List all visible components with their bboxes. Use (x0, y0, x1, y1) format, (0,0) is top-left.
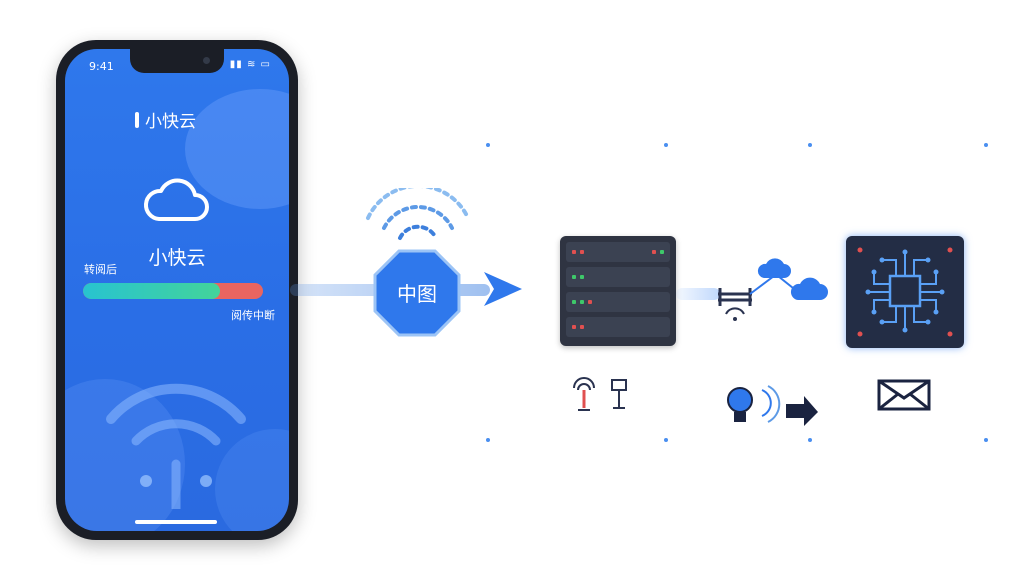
corner-dot (664, 438, 668, 442)
camera-dot (203, 57, 210, 64)
app-header: 小快云 (135, 107, 196, 132)
server-rack-icon (560, 236, 676, 346)
phone-screen: 9:41 ▮▮ ≋ ▭ 小快云 小快云 转阅后 阅传中断 (65, 49, 289, 531)
cloud-network-icon (718, 258, 828, 321)
hub-label: 中图 (397, 282, 437, 306)
rack-unit (566, 242, 670, 262)
status-icons: ▮▮ ≋ ▭ (229, 59, 271, 70)
home-indicator (135, 520, 217, 524)
upload-progress-bar (83, 283, 263, 299)
lightbulb-icon (727, 385, 818, 426)
wifi-signal-icon (366, 188, 470, 240)
antenna-icon (573, 377, 627, 411)
header-bar-icon (135, 111, 139, 128)
arrow-right-icon (484, 272, 522, 306)
glow-beam (676, 288, 720, 300)
corner-dot (984, 438, 988, 442)
progress-label: 转阅后 (84, 263, 117, 276)
corner-dot (486, 438, 490, 442)
corner-dot (808, 438, 812, 442)
wifi-icon (106, 383, 246, 509)
app-name: 小快云 (148, 247, 206, 269)
rack-unit (566, 267, 670, 287)
hub-node (373, 249, 461, 337)
rack-unit (566, 317, 670, 337)
progress-fill (83, 283, 220, 299)
corner-dot (984, 143, 988, 147)
rack-unit (566, 292, 670, 312)
circuit-chip-svg (857, 247, 953, 337)
status-time: 9:41 (89, 60, 114, 73)
corner-dot (664, 143, 668, 147)
corner-dot (808, 143, 812, 147)
envelope-icon (877, 379, 931, 411)
chip-icon (846, 236, 964, 348)
cloud-icon (143, 178, 209, 221)
header-title: 小快云 (145, 112, 196, 132)
progress-status: 阅传中断 (231, 309, 275, 322)
corner-dot (486, 143, 490, 147)
phone-frame: 9:41 ▮▮ ≋ ▭ 小快云 小快云 转阅后 阅传中断 (56, 40, 298, 540)
